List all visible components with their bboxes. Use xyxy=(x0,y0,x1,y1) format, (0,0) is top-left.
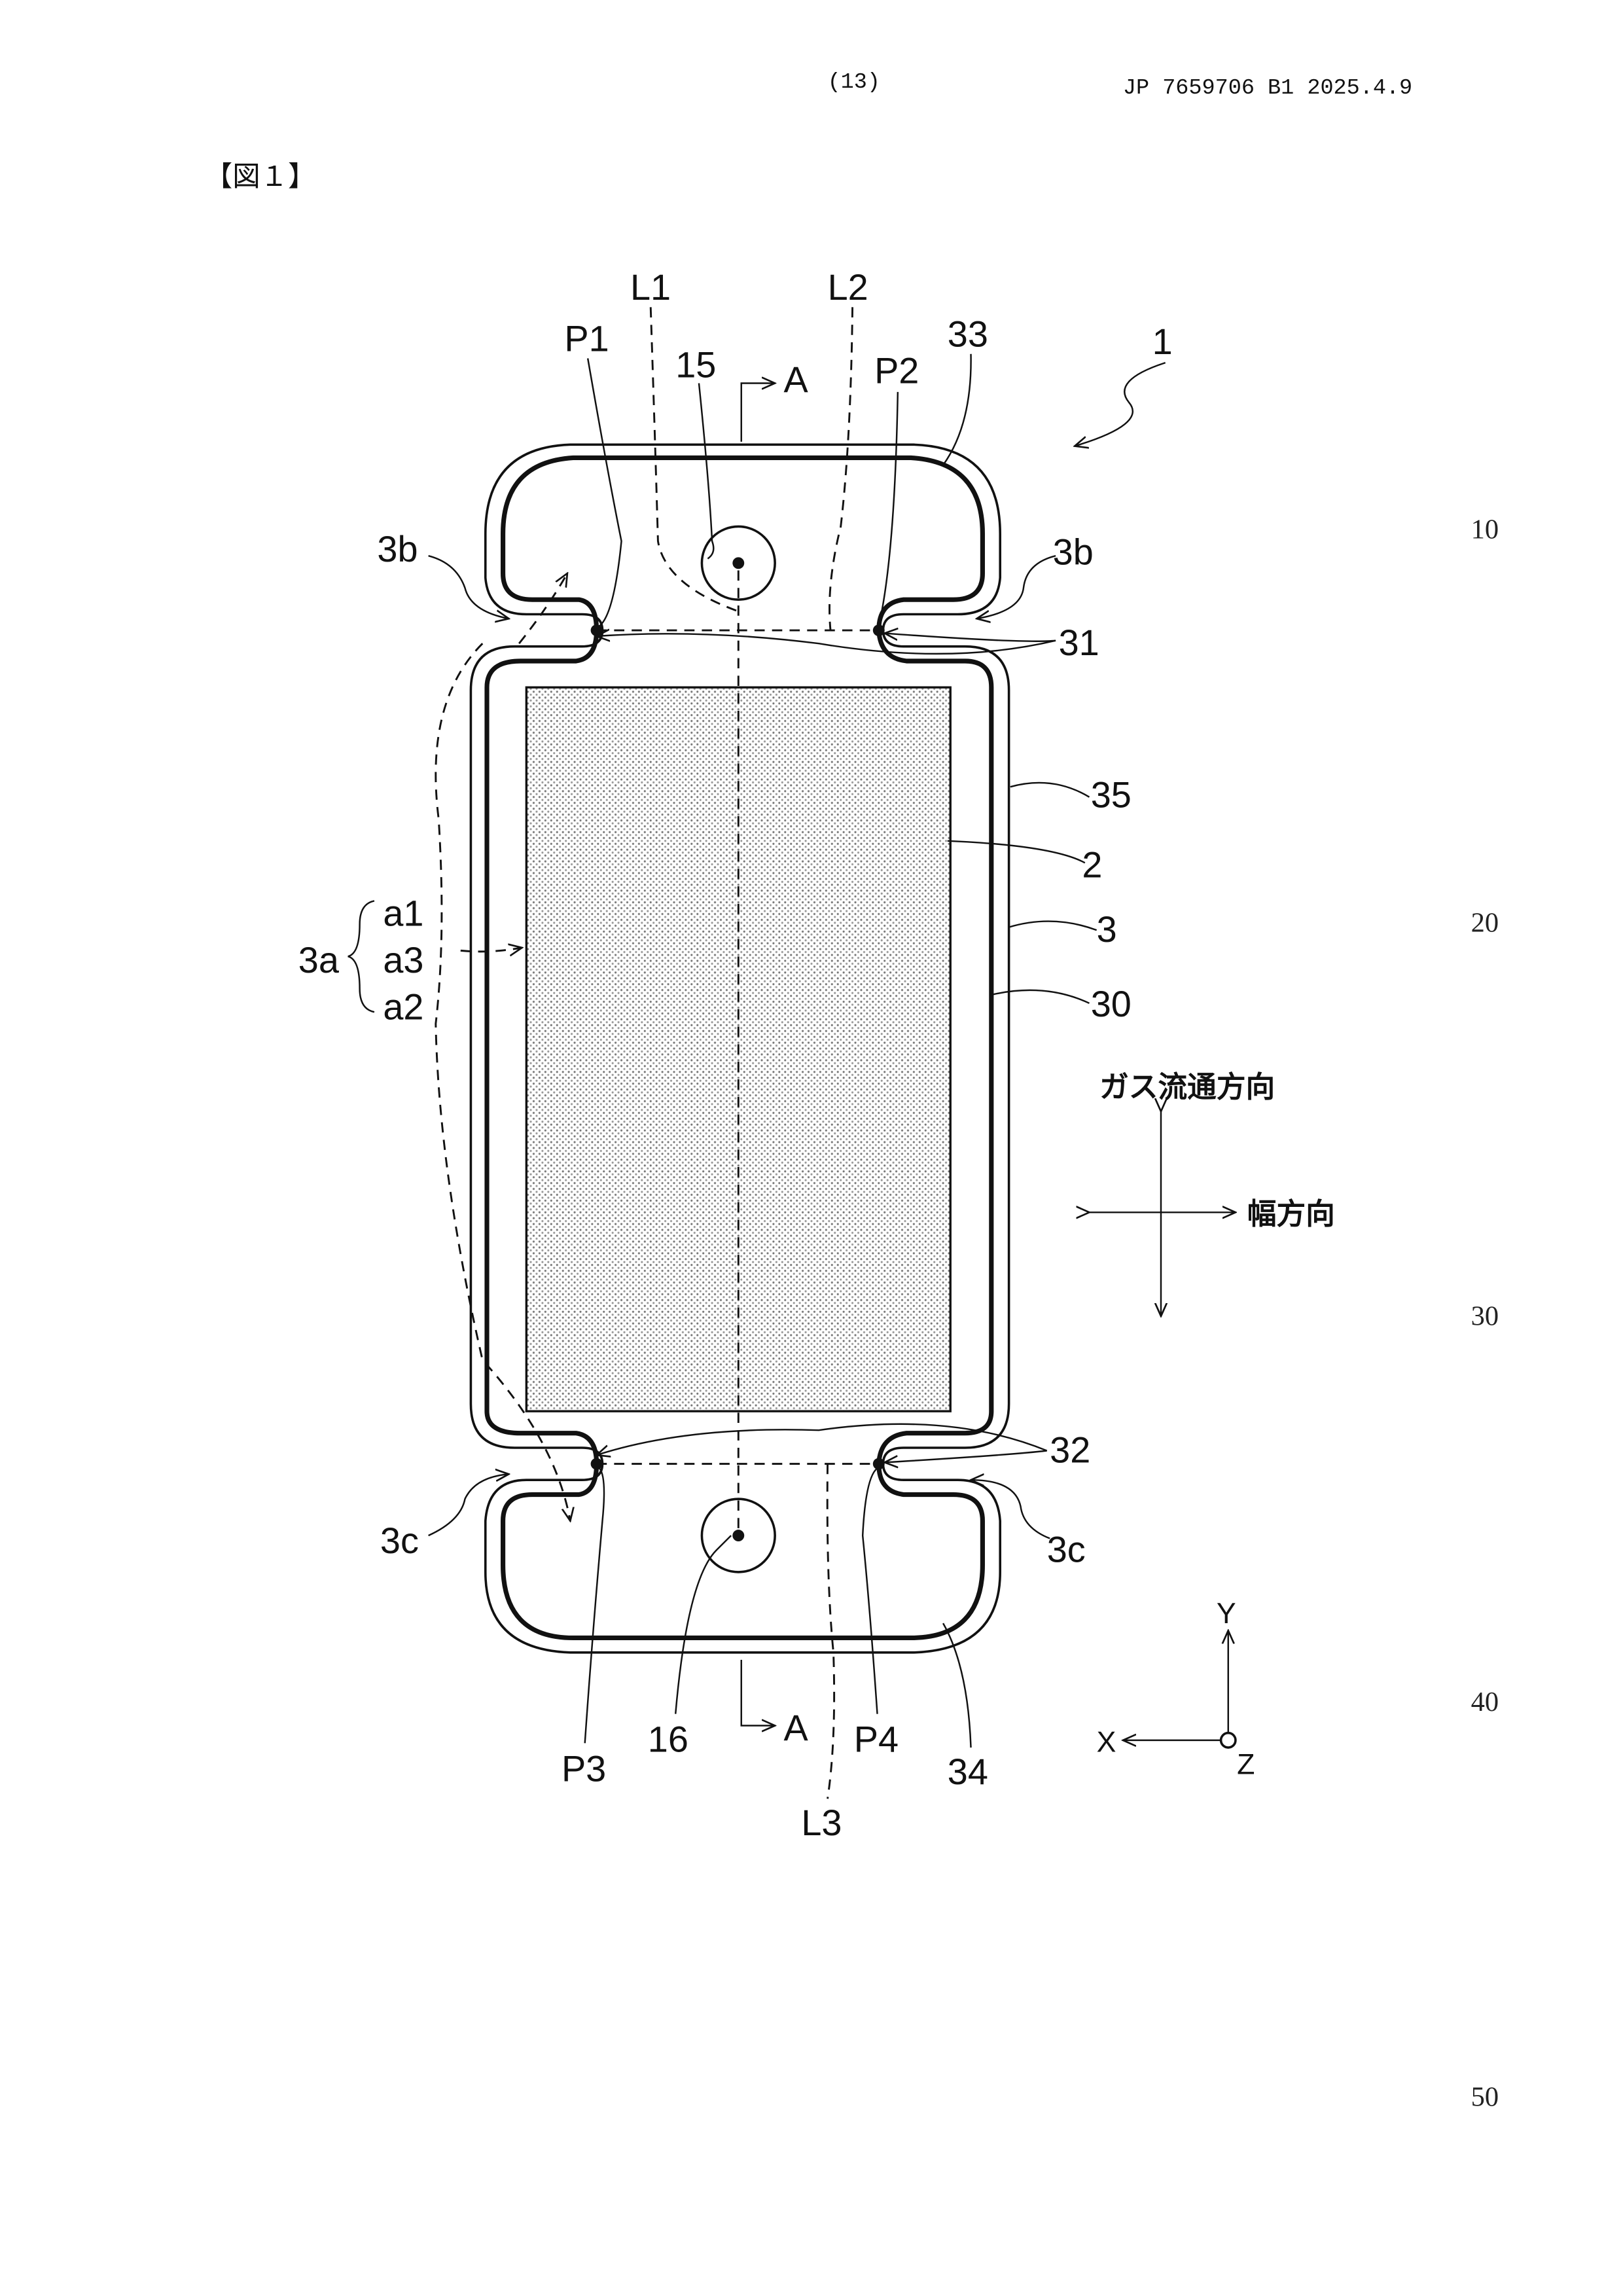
label-15: 15 xyxy=(675,344,716,386)
label-3c-left: 3c xyxy=(380,1520,419,1561)
leader-33 xyxy=(943,354,971,465)
line-number: 10 xyxy=(1471,514,1499,545)
port-15-center xyxy=(732,557,744,569)
label-31: 31 xyxy=(1059,622,1099,663)
leader-15 xyxy=(699,383,713,558)
point-P4 xyxy=(873,1458,885,1470)
width-direction-label: 幅方向 xyxy=(1247,1197,1335,1231)
z-axis-symbol xyxy=(1221,1733,1236,1748)
label-34: 34 xyxy=(948,1751,988,1792)
label-L1: L1 xyxy=(630,266,671,308)
line-L3 xyxy=(827,1464,834,1799)
leader-1 xyxy=(1075,363,1166,446)
figure-label: 【図１】 xyxy=(205,161,316,193)
label-L3: L3 xyxy=(801,1802,842,1843)
label-3a: 3a xyxy=(298,939,340,980)
line-number: 20 xyxy=(1471,907,1499,938)
leader-3 xyxy=(1009,922,1097,931)
label-2: 2 xyxy=(1082,844,1102,886)
line-L2 xyxy=(829,307,852,630)
leader-P1 xyxy=(588,359,621,626)
label-30: 30 xyxy=(1091,983,1132,1024)
label-a3: a3 xyxy=(383,939,423,980)
publication-info: JP 7659706 B1 2025.4.9 xyxy=(1123,76,1412,101)
leader-32-a xyxy=(885,1450,1047,1462)
leader-30 xyxy=(993,990,1089,1003)
label-A-top: A xyxy=(784,359,809,400)
label-33: 33 xyxy=(948,314,988,355)
label-3c-right: 3c xyxy=(1047,1528,1086,1570)
label-P1: P1 xyxy=(564,317,609,359)
label-3b-right: 3b xyxy=(1053,531,1094,573)
label-P3: P3 xyxy=(562,1748,606,1789)
label-3: 3 xyxy=(1097,908,1117,950)
line-number: 40 xyxy=(1471,1687,1499,1717)
label-L2: L2 xyxy=(828,266,868,308)
leader-2 xyxy=(948,841,1085,863)
point-P3 xyxy=(591,1458,603,1470)
page-number: (13) xyxy=(828,70,880,95)
line-number: 30 xyxy=(1471,1300,1499,1331)
axis-label-x: X xyxy=(1097,1727,1116,1759)
flow-arrow-up xyxy=(519,573,567,643)
leader-P3 xyxy=(585,1468,604,1743)
label-P4: P4 xyxy=(854,1719,899,1760)
label-A-bottom: A xyxy=(784,1707,809,1748)
gas-flow-direction-label: ガス流通方向 xyxy=(1099,1070,1275,1104)
leader-3c-left xyxy=(429,1474,509,1535)
leader-P2 xyxy=(879,392,898,626)
label-a1: a1 xyxy=(383,892,423,933)
leader-3b-right xyxy=(976,556,1056,619)
section-arrow-top xyxy=(741,383,775,441)
label-1: 1 xyxy=(1152,321,1173,362)
label-a2: a2 xyxy=(383,986,423,1027)
label-16: 16 xyxy=(648,1719,688,1760)
leader-16 xyxy=(675,1535,731,1714)
line-number: 50 xyxy=(1471,2081,1499,2112)
leader-34 xyxy=(943,1623,971,1748)
label-P2: P2 xyxy=(874,350,919,391)
point-P2 xyxy=(873,624,885,636)
leader-P4 xyxy=(863,1468,877,1713)
brace-3a xyxy=(348,901,374,1012)
leader-31-a xyxy=(885,634,1056,641)
leader-35 xyxy=(1010,783,1090,797)
point-P1 xyxy=(591,624,603,636)
axis-label-z: Z xyxy=(1237,1748,1255,1780)
axis-label-y: Y xyxy=(1217,1598,1236,1630)
leader-3b-left xyxy=(429,556,509,619)
label-32: 32 xyxy=(1050,1429,1090,1470)
port-16-center xyxy=(732,1530,744,1541)
label-35: 35 xyxy=(1091,774,1132,815)
label-3b-left: 3b xyxy=(377,528,418,569)
section-arrow-bottom xyxy=(741,1660,775,1726)
